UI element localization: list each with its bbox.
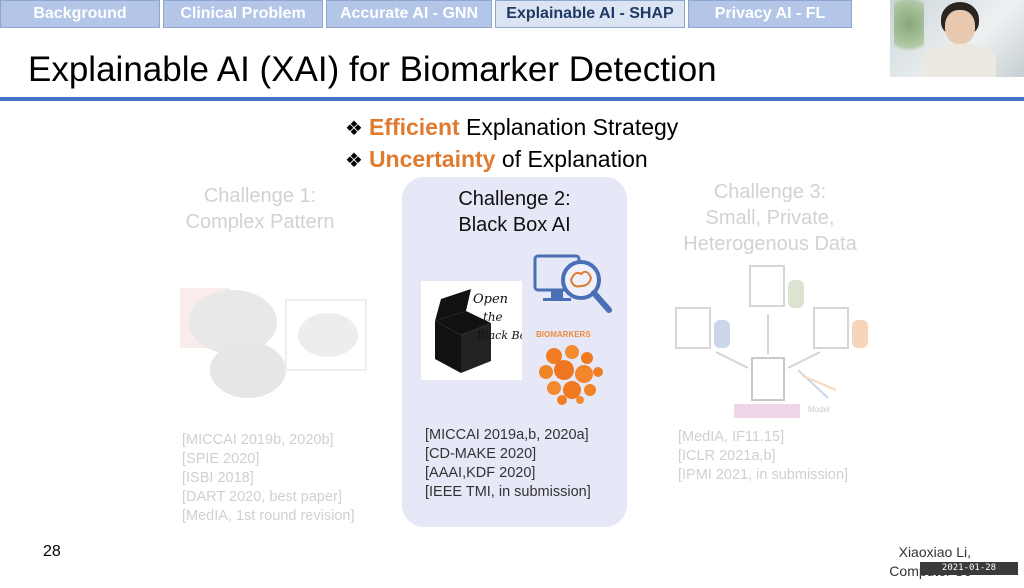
reference: [SPIE 2020]	[182, 451, 260, 467]
reference: [ICLR 2021a,b]	[678, 448, 776, 464]
bullet-text: of Explanation	[495, 146, 648, 172]
page-number: 28	[43, 543, 61, 560]
challenge1-title-line: Challenge 1:	[203, 185, 317, 207]
challenge3-title: Challenge 3: Small, Private, Heterogenou…	[660, 179, 880, 257]
challenge2-title-line: Challenge 2:	[458, 188, 571, 210]
reference: [MedIA, IF11.15]	[678, 429, 785, 445]
brain-scan-image	[180, 288, 367, 398]
webcam-video	[890, 0, 1024, 77]
bullet-item: ❖Efficient Explanation Strategy	[345, 112, 678, 144]
bullet-list: ❖Efficient Explanation Strategy ❖Uncerta…	[345, 112, 678, 176]
biomarker-cluster-icon	[539, 345, 603, 405]
challenge1-title: Challenge 1: Complex Pattern	[160, 183, 360, 235]
box-text: the	[483, 310, 503, 324]
tab-background[interactable]: Background	[0, 0, 160, 28]
challenge2-title-line: Black Box AI	[458, 214, 571, 236]
presenter-face	[945, 10, 975, 44]
bullet-text: Explanation Strategy	[459, 114, 679, 140]
box-text: Open	[473, 292, 508, 307]
bullet-highlight: Efficient	[368, 114, 460, 140]
model-label: Model	[808, 405, 830, 414]
reference: [DART 2020, best paper]	[182, 489, 342, 505]
challenge2-title: Challenge 2: Black Box AI	[402, 186, 627, 238]
reference: [MICCAI 2019a,b, 2020a]	[425, 427, 589, 443]
box-text: Black Box	[476, 329, 522, 342]
reference: [IPMI 2021, in submission]	[678, 467, 849, 483]
challenge2-references: [MICCAI 2019a,b, 2020a] [CD-MAKE 2020] […	[425, 426, 591, 502]
bullet-highlight: Uncertainty	[368, 146, 496, 172]
open-black-box-image: Open the Black Box	[421, 281, 533, 380]
black-box-icon: Open the Black Box	[435, 289, 533, 373]
reference: [AAAI,KDF 2020]	[425, 465, 536, 481]
reference: [CD-MAKE 2020]	[425, 446, 537, 462]
section-nav: Background Clinical Problem Accurate AI …	[0, 0, 890, 31]
biomarkers-label: BIOMARKERS	[536, 330, 591, 339]
challenge1-title-line: Complex Pattern	[185, 211, 335, 233]
reference: [MICCAI 2019b, 2020b]	[182, 432, 334, 448]
challenge3-title-line: Small, Private,	[705, 207, 835, 229]
slide-title: Explainable AI (XAI) for Biomarker Detec…	[28, 50, 717, 89]
tab-clinical-problem[interactable]: Clinical Problem	[163, 0, 323, 28]
presenter-body	[924, 44, 996, 77]
ai-brain-monitor-icon	[533, 254, 612, 313]
bullet-item: ❖Uncertainty of Explanation	[345, 144, 678, 176]
challenge1-references: [MICCAI 2019b, 2020b] [SPIE 2020] [ISBI …	[182, 431, 354, 526]
diamond-bullet-icon: ❖	[345, 150, 363, 172]
reference: [ISBI 2018]	[182, 470, 254, 486]
tab-accurate-ai-gnn[interactable]: Accurate AI - GNN	[326, 0, 492, 28]
diamond-bullet-icon: ❖	[345, 118, 363, 140]
recording-timestamp: 2021-01-28 16:32:50	[920, 562, 1018, 586]
challenge3-title-line: Heterogenous Data	[683, 233, 857, 255]
challenge3-references: [MedIA, IF11.15] [ICLR 2021a,b] [IPMI 20…	[678, 428, 848, 485]
title-divider	[0, 97, 1024, 101]
author-name: Xiaoxiao Li,	[898, 544, 971, 560]
tab-privacy-ai-fl[interactable]: Privacy AI - FL	[688, 0, 852, 28]
challenge3-title-line: Challenge 3:	[713, 181, 827, 203]
reference: [MedIA, 1st round revision]	[182, 508, 355, 524]
tab-explainable-ai-shap[interactable]: Explainable AI - SHAP	[495, 0, 685, 28]
reference: [IEEE TMI, in submission]	[425, 484, 591, 500]
federated-learning-diagram: Model	[675, 265, 868, 418]
plant-image	[894, 0, 924, 60]
